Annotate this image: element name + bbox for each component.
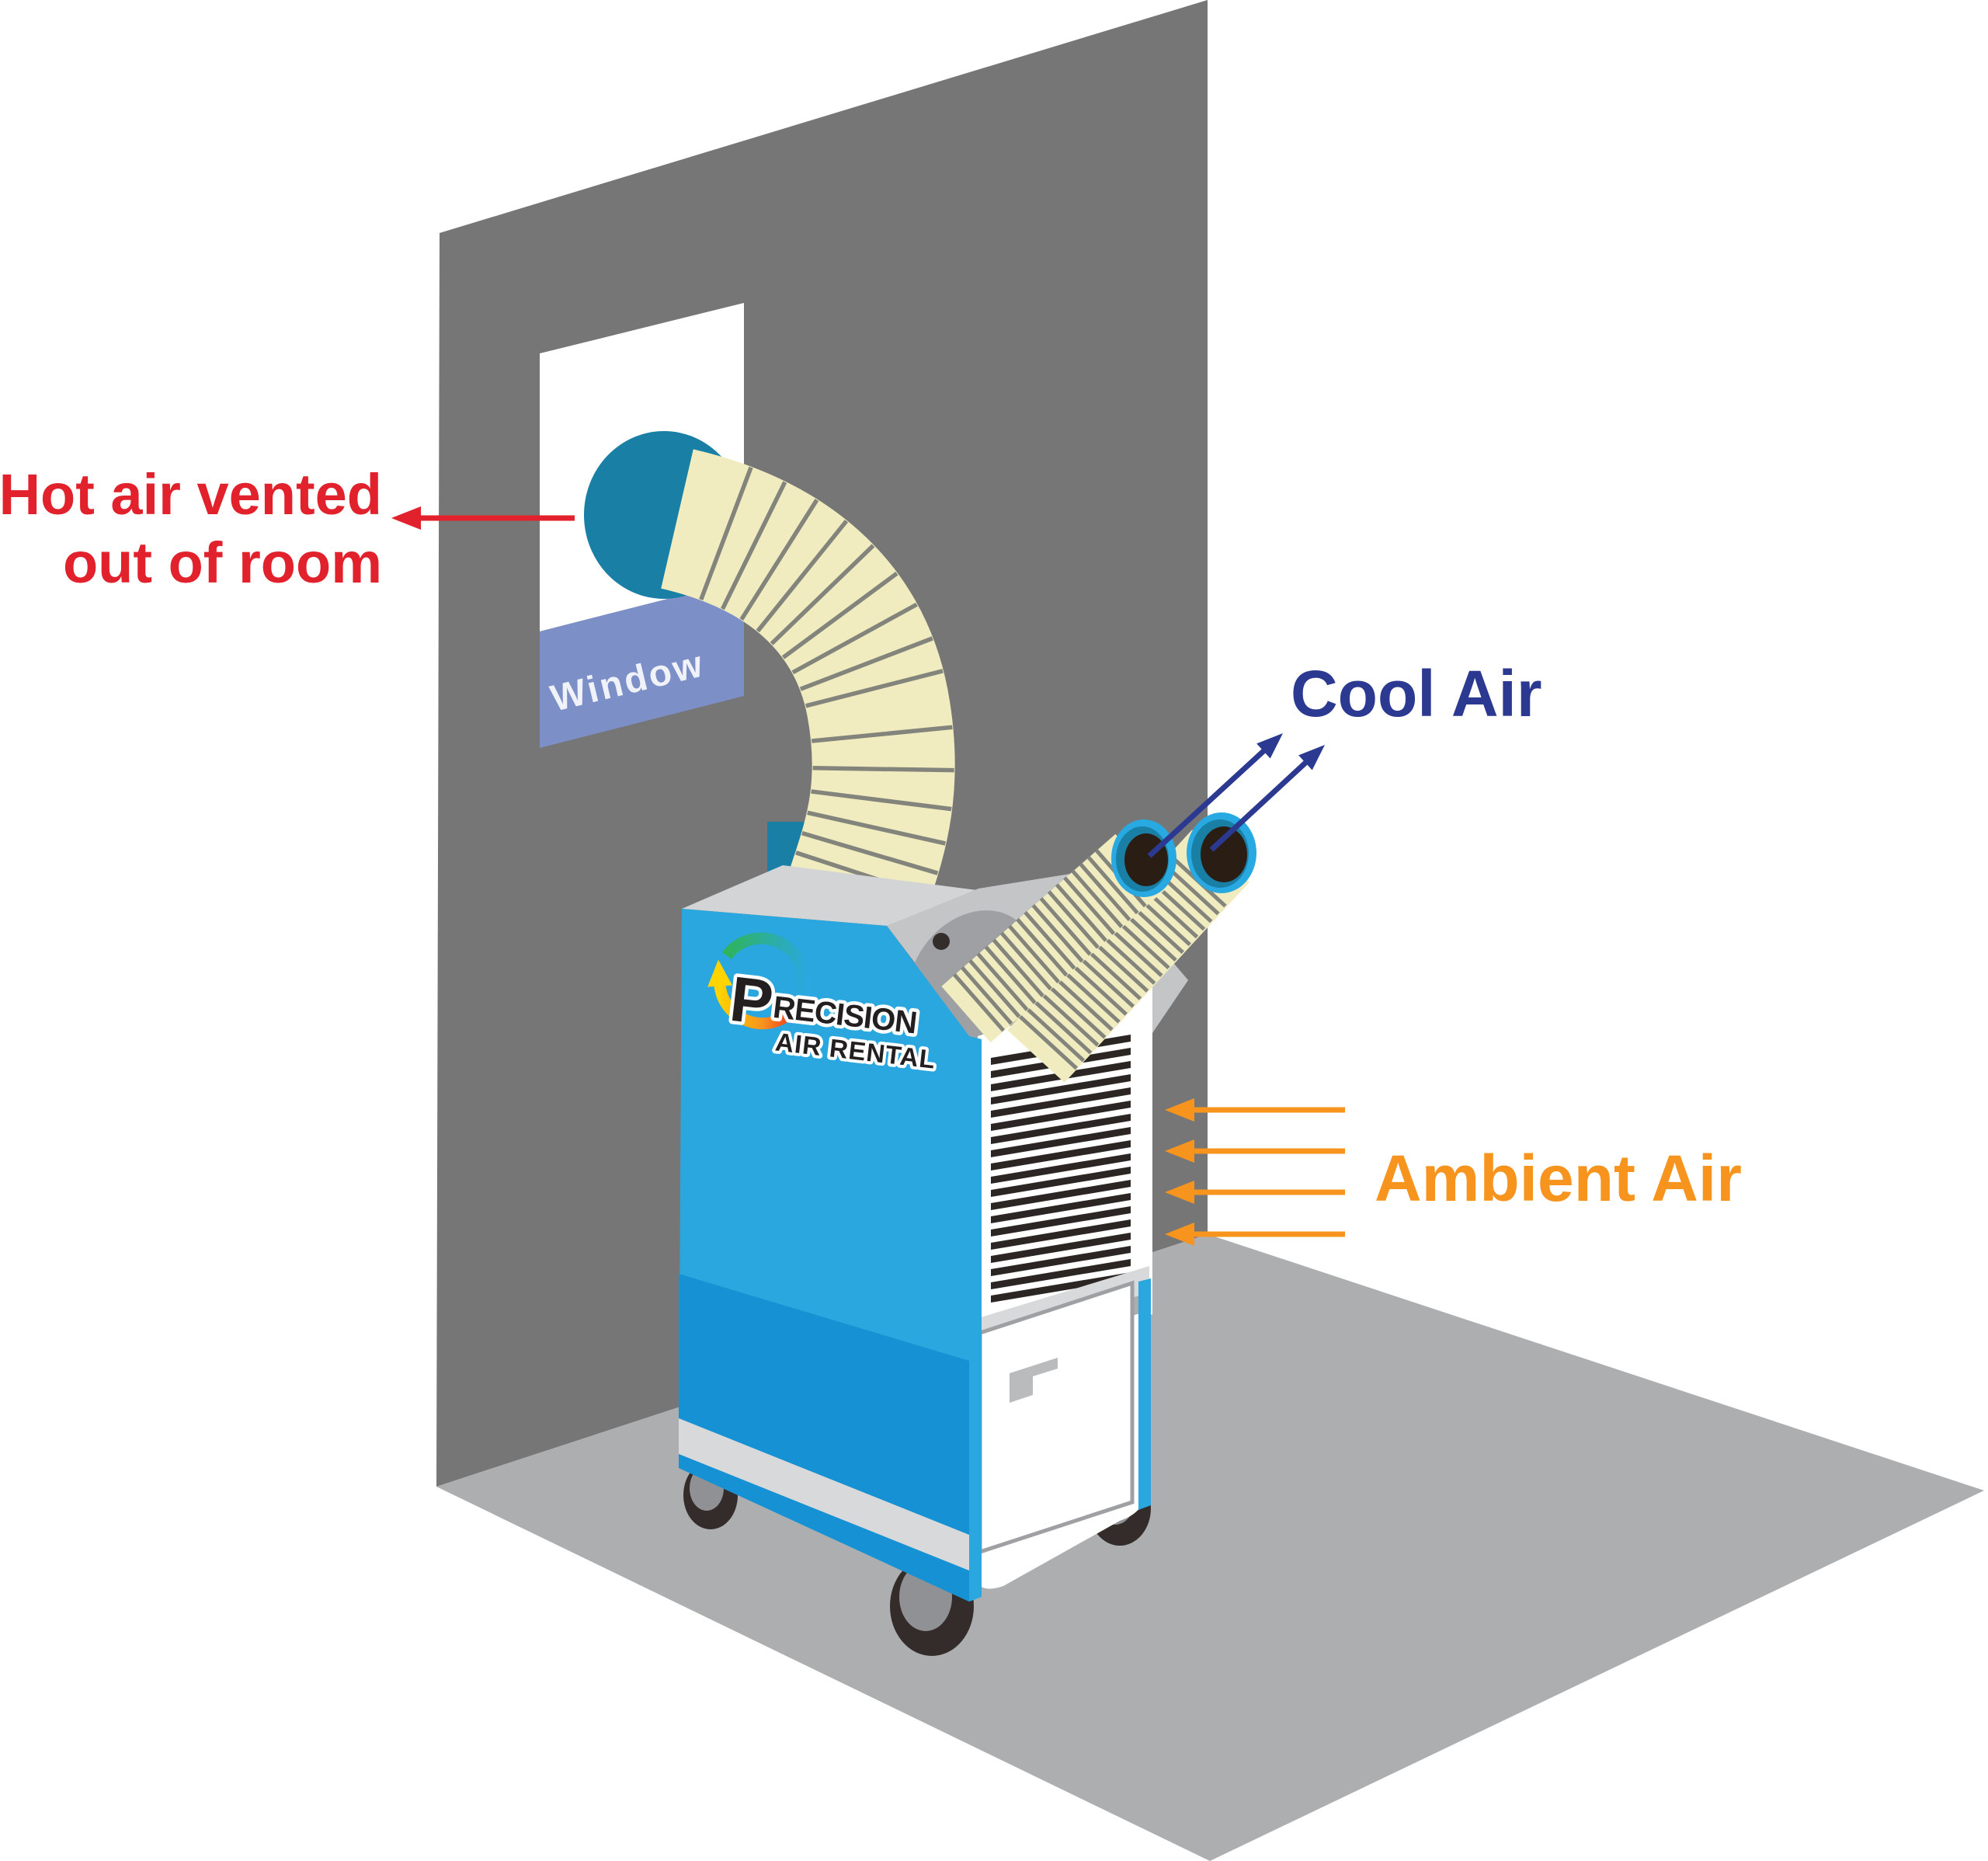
duct-rib	[1039, 991, 1100, 1047]
duct-rib	[799, 636, 933, 691]
duct-rib	[1024, 910, 1076, 970]
grille-slat	[991, 1206, 1131, 1237]
duct-rib	[781, 572, 898, 659]
drawer-handle	[1010, 1358, 1058, 1403]
drawer-panel	[978, 1280, 1135, 1555]
ambient-air-arrow-2	[1165, 1139, 1345, 1163]
grille-slat	[991, 1259, 1131, 1289]
grille-slat	[991, 1233, 1131, 1263]
duct-rib	[1082, 944, 1142, 1000]
duct-rib	[992, 938, 1044, 997]
ambient-air-arrow-4	[1165, 1223, 1345, 1246]
recycle-arrows-icon	[707, 932, 818, 1030]
duct-rib	[811, 789, 952, 812]
duct-rib	[756, 520, 849, 633]
duct-rib	[1074, 952, 1135, 1008]
duct-rib	[999, 931, 1052, 991]
grille-slat	[991, 1180, 1131, 1210]
duct-rib	[952, 973, 1006, 1032]
duct-rib	[807, 810, 947, 846]
hot-air-label-line1: Hot air vented	[0, 462, 382, 527]
cool-air-duct-front	[941, 819, 1176, 1043]
grille-slat	[991, 1087, 1131, 1118]
grille-slat	[991, 1219, 1131, 1250]
duct-rib	[968, 959, 1021, 1018]
duct-rib	[811, 725, 953, 743]
duct-rib	[699, 466, 753, 600]
duct-rib	[1067, 960, 1128, 1016]
unit-top-panel	[682, 865, 977, 926]
grille-slat	[991, 1272, 1131, 1303]
duct-rib	[1071, 869, 1124, 928]
duct-rib	[984, 945, 1037, 1004]
grille-slat	[991, 1167, 1131, 1197]
ambient-air-label: Ambient Air	[1375, 1142, 1742, 1215]
grille-slat	[991, 1140, 1131, 1171]
duct-rib	[812, 766, 954, 773]
duct-rib	[1046, 983, 1107, 1039]
duct-rib	[791, 602, 918, 675]
duct-rib	[1055, 883, 1107, 942]
grille-slat	[991, 1074, 1131, 1104]
unit-front-corner-strip	[969, 1036, 982, 1602]
duct-rib	[1016, 917, 1069, 977]
window-sill	[540, 579, 744, 748]
cool-air-arrow-1	[1147, 733, 1283, 858]
hot-air-arrow	[391, 506, 575, 530]
duct-rib	[1039, 897, 1092, 956]
exhaust-duct	[659, 449, 955, 917]
duct-rib	[1025, 1007, 1086, 1063]
duct-rib	[976, 952, 1029, 1011]
duct-rib	[1032, 999, 1093, 1055]
grille-slat	[991, 1193, 1131, 1223]
duct-rib	[739, 499, 819, 621]
grille-slat	[991, 1153, 1131, 1184]
duct-rib	[1086, 855, 1139, 915]
unit-base-trim	[679, 1418, 969, 1571]
grille-slat	[991, 1101, 1131, 1131]
duct-rib	[1017, 1014, 1078, 1070]
exhaust-duct-ribs	[699, 466, 954, 899]
unit-rear-corner-strip	[1138, 1278, 1151, 1510]
grille-slat	[991, 1127, 1131, 1157]
grille-slat	[991, 1246, 1131, 1276]
ambient-air-arrow-3	[1165, 1181, 1345, 1204]
duct-rib	[720, 481, 787, 610]
bolt	[933, 933, 950, 950]
cool-air-label: Cool Air	[1291, 657, 1542, 730]
grille-slat	[991, 1114, 1131, 1144]
hot-air-label-line2: out of room	[63, 530, 382, 595]
duct-rib	[805, 669, 944, 708]
cool-air-arrow-2	[1209, 745, 1325, 852]
duct-rib	[1089, 937, 1149, 993]
duct-rib	[1060, 968, 1121, 1024]
duct-rib	[1053, 976, 1114, 1031]
duct-rib	[801, 831, 939, 875]
duct-rib	[770, 544, 875, 645]
duct-rib	[1047, 890, 1100, 949]
ambient-air-arrow-1	[1165, 1098, 1345, 1122]
duct-rib	[1079, 862, 1131, 922]
duct-rib	[1008, 924, 1061, 984]
duct-rib	[1063, 876, 1116, 935]
duct-rib	[1031, 904, 1084, 963]
duct-rib	[961, 966, 1013, 1025]
